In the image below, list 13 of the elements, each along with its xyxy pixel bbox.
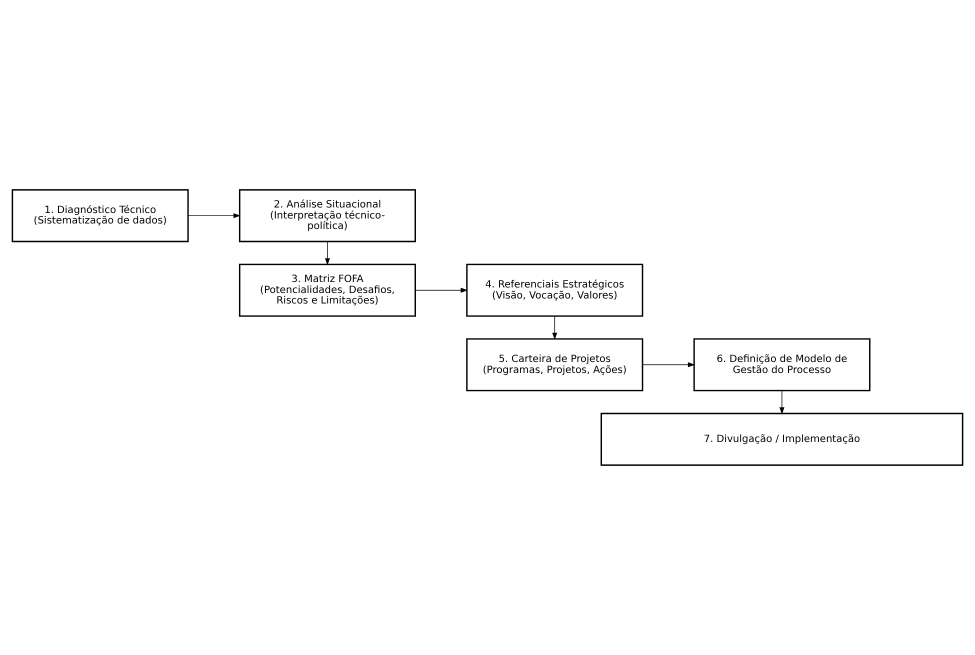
arrow: [642, 362, 696, 368]
node-box: 2. Análise Situacional (Interpretação técnico-política): [238, 189, 416, 242]
arrow: [552, 316, 558, 340]
node-box: 1. Diagnóstico Técnico (Sistematização de dados): [12, 189, 189, 242]
node-box: 4. Referenciais Estratégicos (Visão, Vocação, Valores): [466, 264, 644, 317]
arrow: [414, 288, 468, 293]
arrow: [779, 390, 784, 414]
node-box: 6. Definição de Modelo de Gestão do Processo: [693, 338, 870, 392]
arrow: [324, 241, 330, 266]
node-box: 5. Carteira de Projetos (Programas, Projetos, Ações): [466, 338, 644, 392]
node-box: 3. Matriz FOFA (Potencialidades, Desafios, Riscos e Limitações): [238, 264, 416, 317]
node-box: 7. Divulgação / Implementação: [600, 412, 964, 466]
arrow: [188, 213, 241, 218]
